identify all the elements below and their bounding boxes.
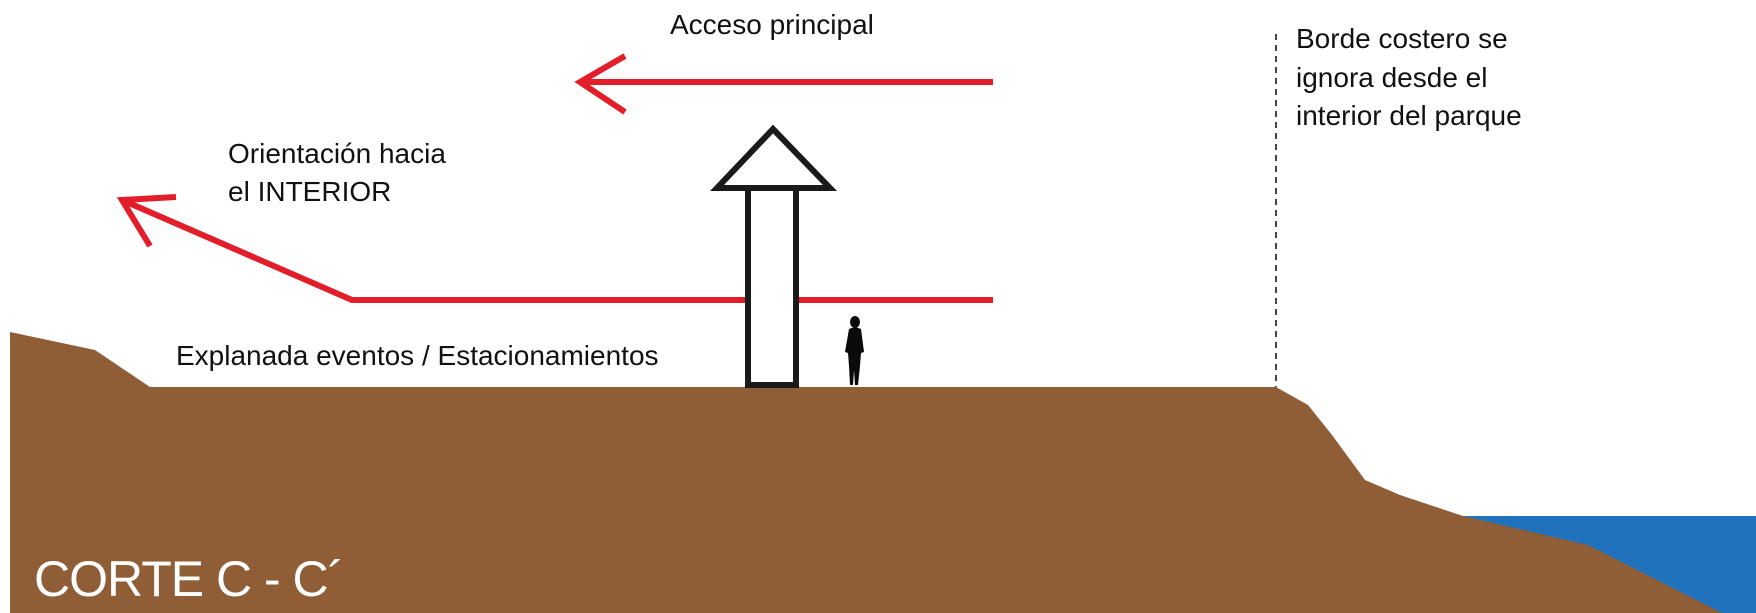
esplanade-label: Explanada eventos / Estacionamientos bbox=[176, 340, 659, 371]
orientation-interior-arrow bbox=[116, 194, 993, 303]
orientation-label-line1: Orientación hacia bbox=[228, 138, 446, 169]
coast-label-line1: Borde costero se bbox=[1296, 23, 1508, 54]
coast-label-line2: ignora desde el bbox=[1296, 62, 1488, 93]
section-title: CORTE C - C´ bbox=[34, 551, 344, 607]
person-silhouette-icon bbox=[845, 316, 864, 385]
coast-label-line3: interior del parque bbox=[1296, 100, 1522, 131]
up-arrow-outline-icon bbox=[710, 124, 838, 388]
main-access-arrow bbox=[574, 53, 993, 115]
main-access-label: Acceso principal bbox=[670, 9, 874, 40]
ground-terrain bbox=[10, 332, 1722, 613]
orientation-label-line2: el INTERIOR bbox=[228, 176, 392, 207]
